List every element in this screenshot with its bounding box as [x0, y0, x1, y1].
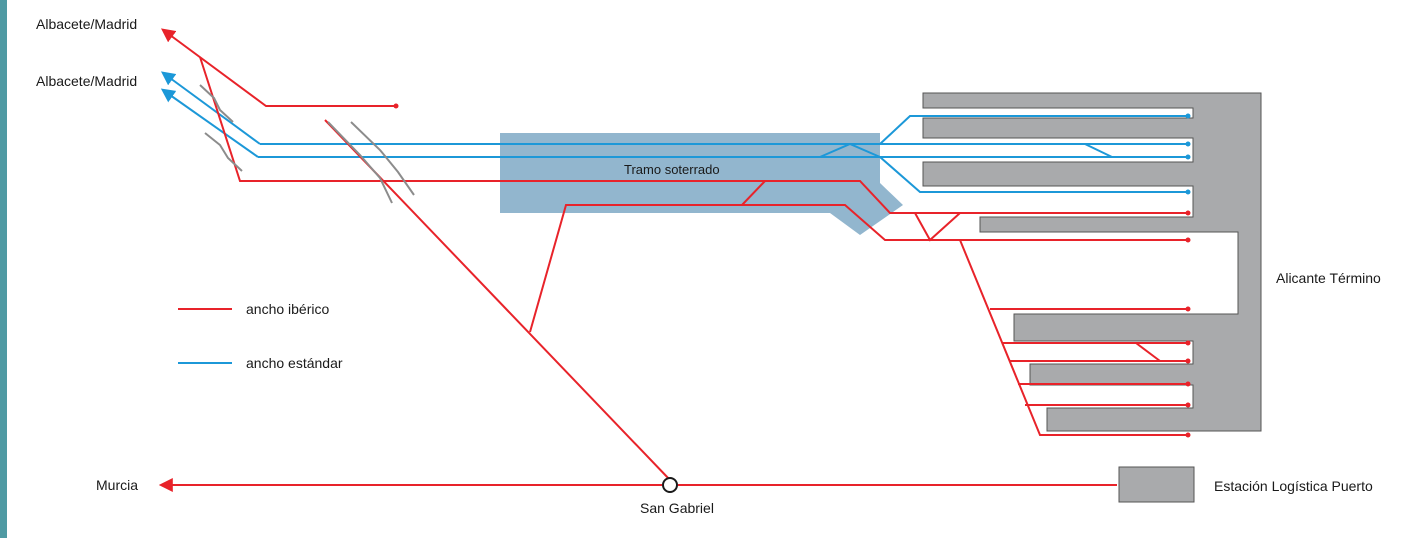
label-albacete-madrid-second: Albacete/Madrid — [36, 73, 138, 89]
label-murcia: Murcia — [96, 477, 139, 493]
tunnel-zone — [500, 133, 903, 235]
legend-estandar-label: ancho estándar — [246, 355, 343, 371]
iberian-gauge-endpoints — [393, 103, 1191, 438]
label-tramo-soterrado: Tramo soterrado — [624, 162, 720, 177]
gauge-switch-marks — [199, 84, 415, 204]
standard-gauge-lines — [160, 71, 1188, 193]
left-edge-strip — [0, 0, 7, 538]
label-alicante-termino: Alicante Término — [1276, 270, 1381, 286]
logistica-station-building — [1118, 466, 1195, 503]
label-estacion-logistica: Estación Logística Puerto — [1214, 478, 1373, 494]
legend-iberico-label: ancho ibérico — [246, 301, 330, 317]
label-san-gabriel: San Gabriel — [640, 500, 714, 516]
label-albacete-madrid-top: Albacete/Madrid — [36, 16, 138, 32]
san-gabriel-node — [662, 477, 678, 493]
standard-gauge-endpoints — [1185, 113, 1191, 195]
iberian-gauge-lines — [158, 28, 1188, 492]
alicante-station-building — [922, 92, 1262, 432]
